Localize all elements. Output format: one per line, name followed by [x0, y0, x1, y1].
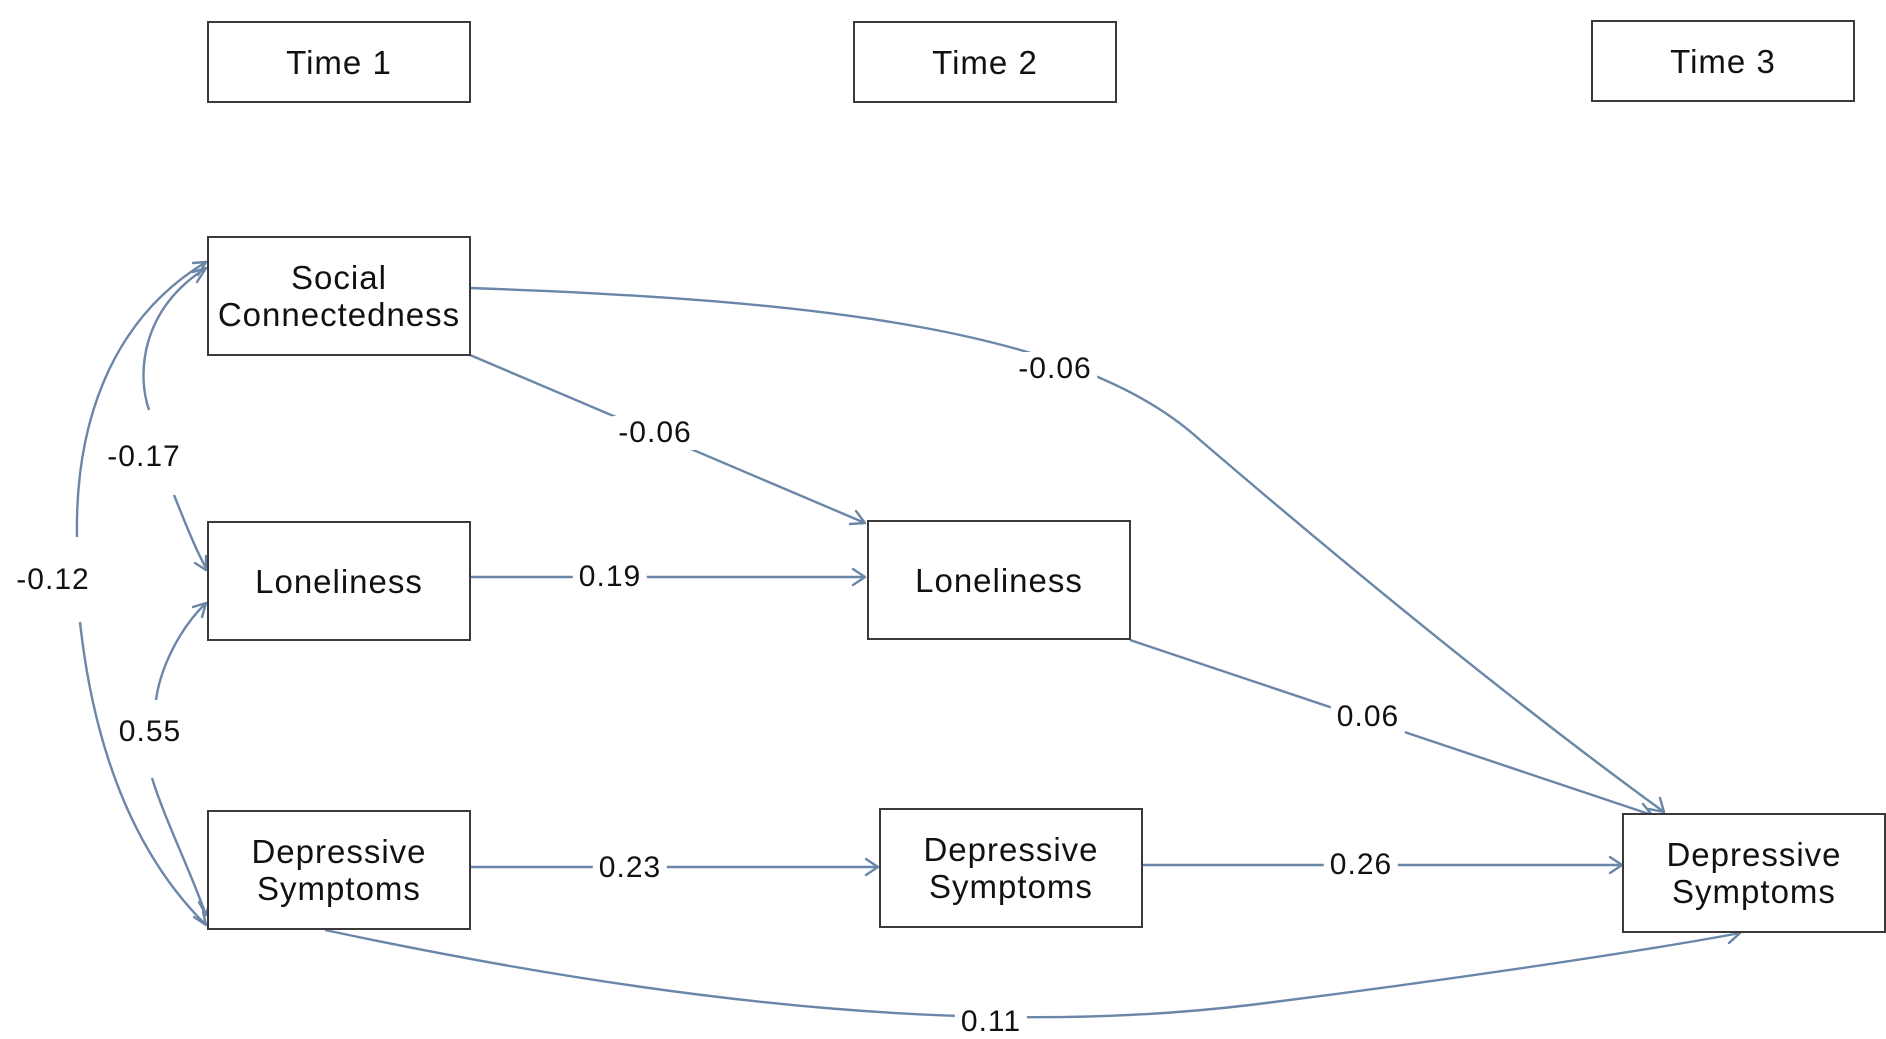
time2-header: Time 2	[853, 21, 1117, 103]
node-t1-depressive-symptoms: Depressive Symptoms	[207, 810, 471, 930]
node-t1-social-connectedness: Social Connectedness	[207, 236, 471, 356]
path-t1-depressive-to-t3-depressive	[324, 928, 1741, 1019]
node-t1-loneliness: Loneliness	[207, 521, 471, 641]
arrowhead	[191, 260, 208, 277]
covariance-social-loneliness-path	[142, 266, 207, 411]
node-label-line: Social	[291, 259, 387, 296]
coef-cov-social-loneliness: -0.17	[101, 440, 187, 474]
arrowhead	[192, 910, 208, 927]
time3-label: Time 3	[1670, 42, 1776, 80]
arrowhead	[193, 554, 208, 572]
covariance-social-loneliness-path	[172, 494, 208, 569]
coef-t1-depressive-to-t2-depressive: 0.23	[592, 851, 668, 885]
arrowhead	[191, 266, 208, 284]
node-label-line: Symptoms	[257, 870, 421, 907]
node-label-line: Symptoms	[1672, 873, 1836, 910]
node-label-line: Depressive	[251, 833, 427, 870]
node-t2-depressive-symptoms: Depressive Symptoms	[879, 808, 1143, 928]
node-label: Loneliness	[255, 562, 423, 600]
covariance-loneliness-depressive-path	[154, 602, 207, 701]
coef-t2-depressive-to-t3-depressive: 0.26	[1323, 848, 1399, 882]
node-label: Loneliness	[915, 561, 1083, 599]
coef-t1-depressive-to-t3-depressive: 0.11	[954, 1005, 1028, 1039]
time1-label: Time 1	[286, 43, 392, 81]
arrowhead	[864, 857, 880, 877]
time3-header: Time 3	[1591, 20, 1855, 102]
arrowhead	[191, 601, 208, 619]
arrowhead	[848, 509, 867, 526]
coef-social-to-t3-depressive: -0.06	[1012, 352, 1098, 386]
arrowhead	[1647, 796, 1666, 814]
path-social-to-t3-depressive	[469, 286, 1665, 813]
time2-label: Time 2	[932, 43, 1038, 81]
covariance-loneliness-depressive-path	[150, 777, 208, 916]
coef-social-to-t2-loneliness: -0.06	[612, 416, 698, 450]
node-label-line: Connectedness	[217, 296, 461, 333]
node-label-line: Depressive	[1666, 836, 1842, 873]
node-t2-loneliness: Loneliness	[867, 520, 1131, 640]
coef-cov-social-depressive: -0.12	[10, 563, 96, 597]
node-label-line: Depressive	[923, 831, 1099, 868]
coef-cov-loneliness-depressive: 0.55	[112, 715, 188, 749]
node-t3-depressive-symptoms: Depressive Symptoms	[1622, 813, 1886, 933]
covariance-social-depressive-path	[78, 621, 207, 926]
time1-header: Time 1	[207, 21, 471, 103]
coef-t1-loneliness-to-t2-loneliness: 0.19	[572, 560, 648, 594]
arrowhead	[851, 567, 867, 587]
coef-t2-loneliness-to-t3-depressive: 0.06	[1330, 700, 1406, 734]
covariance-social-depressive-path	[75, 260, 207, 538]
node-label-line: Symptoms	[929, 868, 1093, 905]
